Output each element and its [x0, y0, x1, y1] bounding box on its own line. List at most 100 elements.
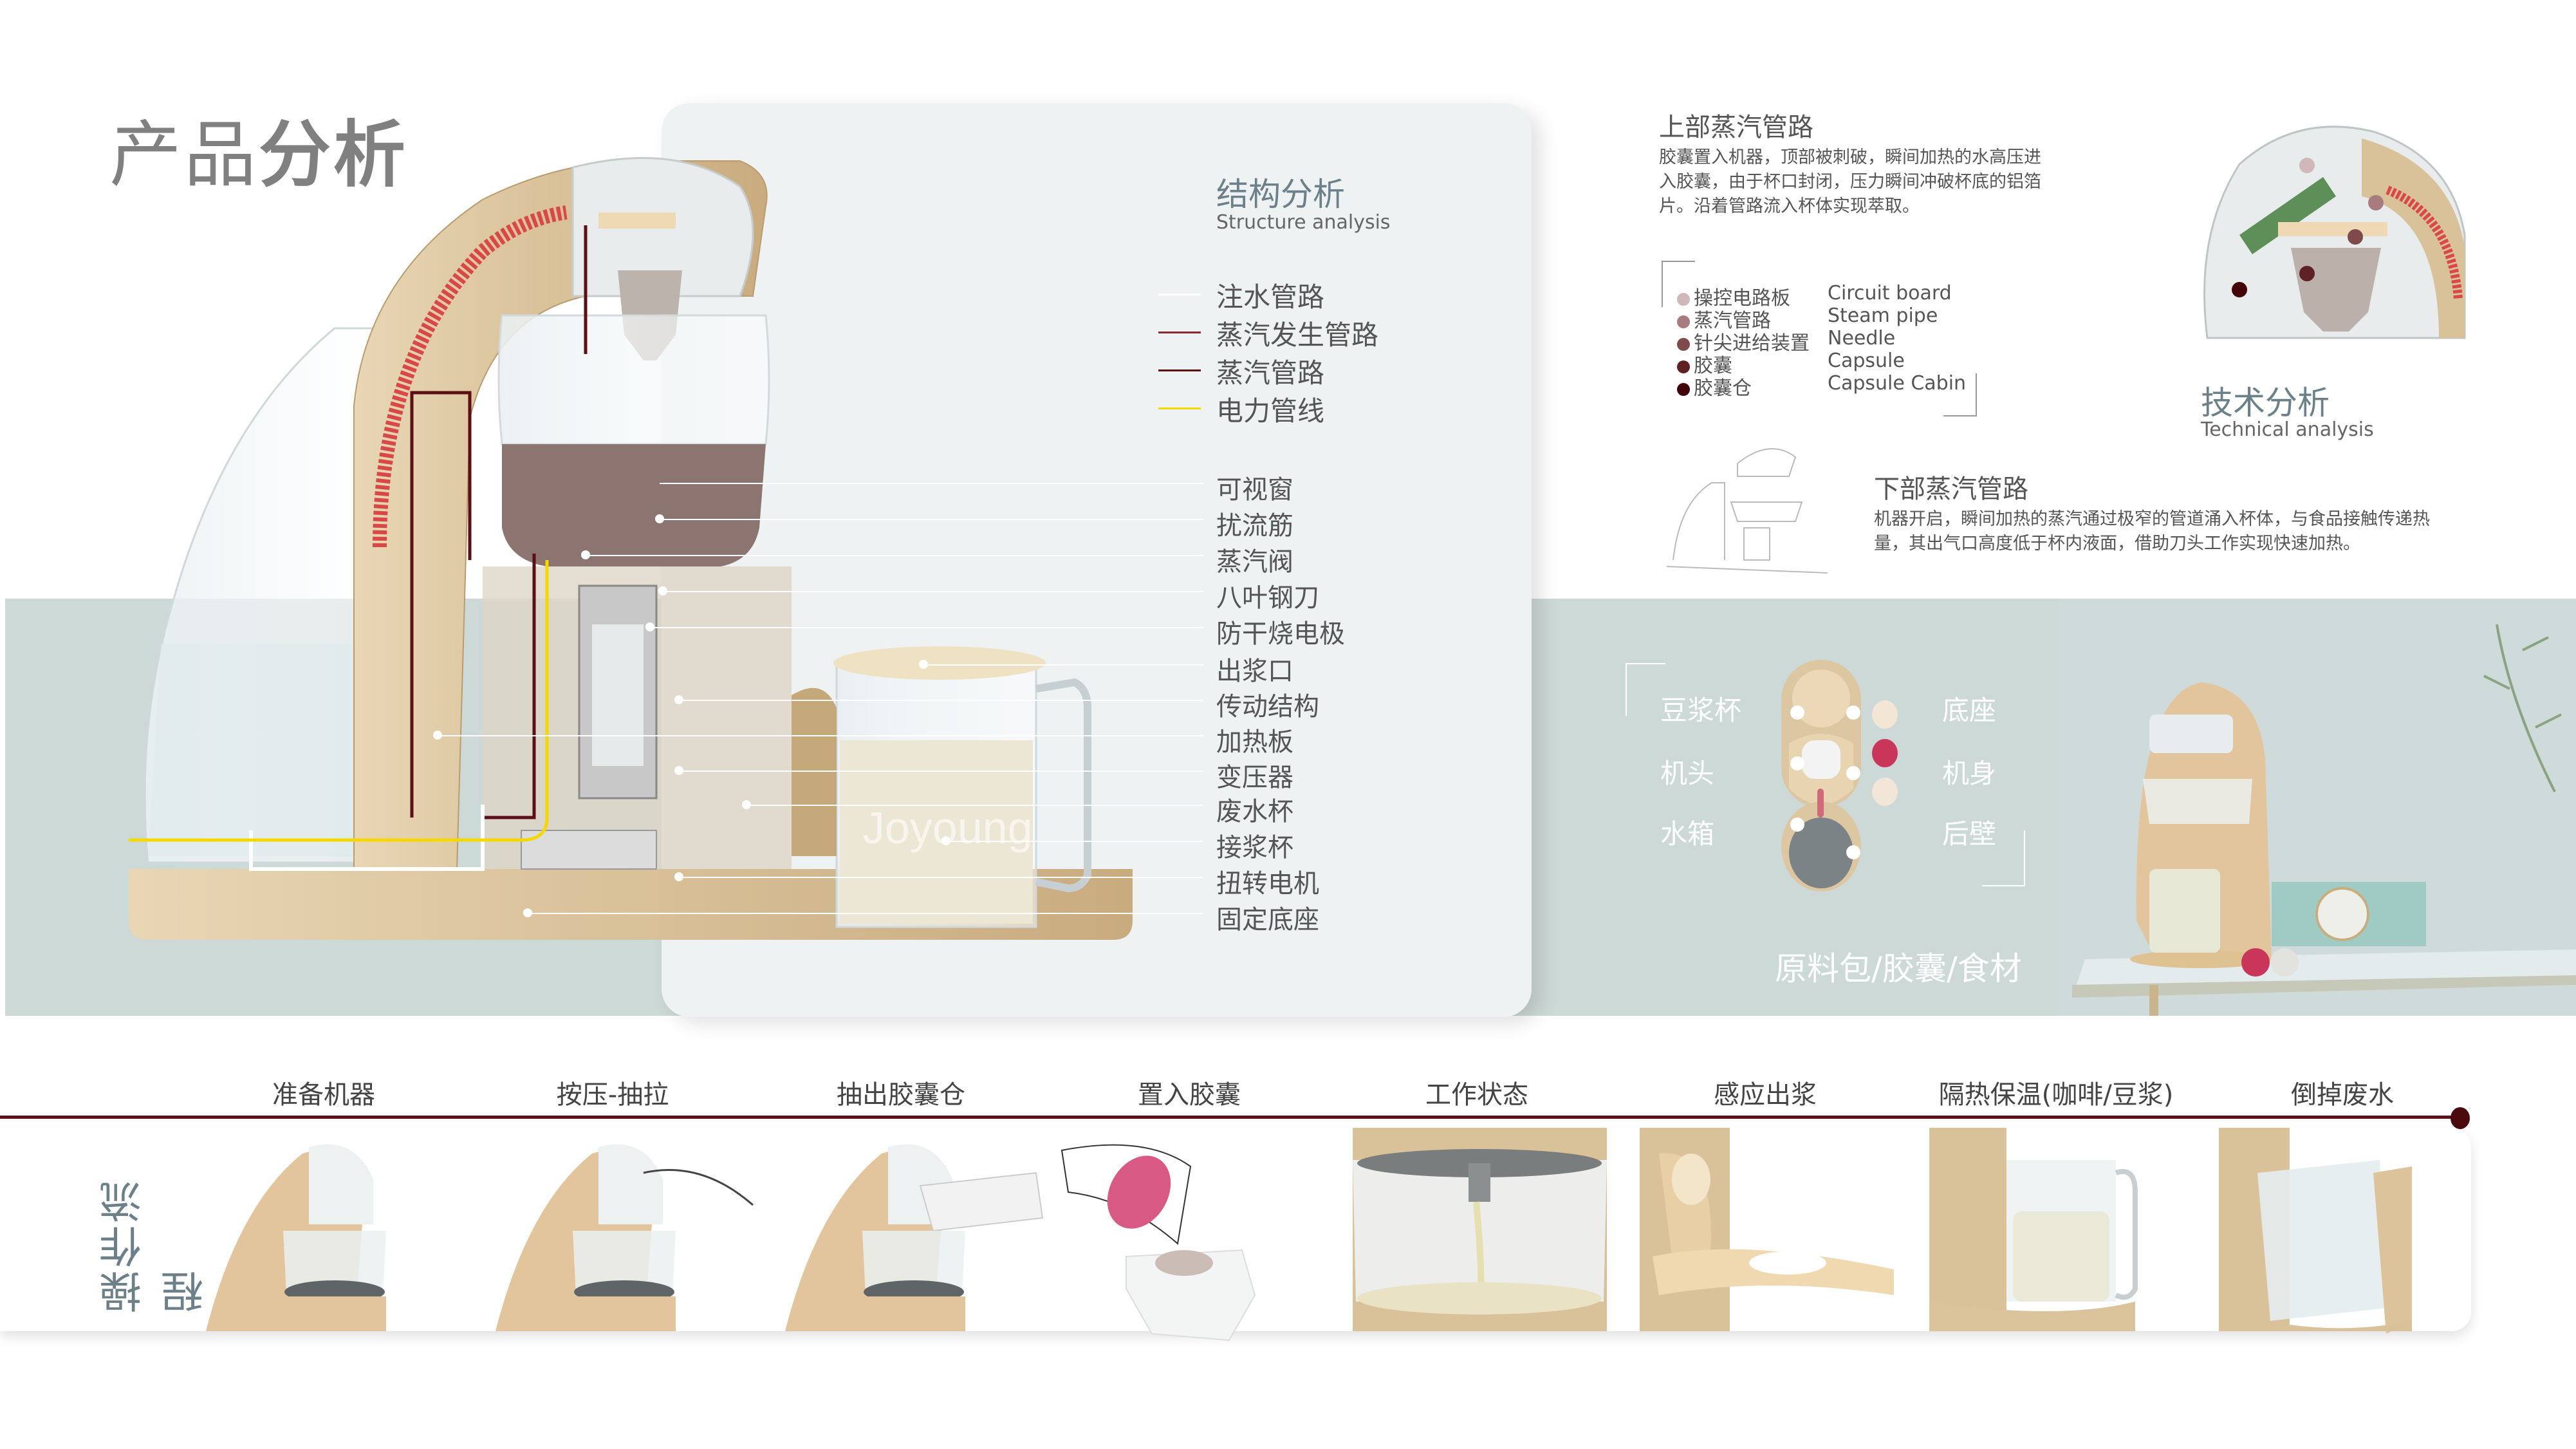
leader-line: [679, 700, 1203, 701]
leader-line: [923, 664, 1203, 666]
hotspot[interactable]: [1790, 818, 1804, 832]
leader-dot: [433, 731, 442, 740]
topview-label-head: 机头: [1660, 758, 1715, 789]
topview-label-tank: 水箱: [1660, 818, 1715, 850]
step-image-sense-output[interactable]: [1640, 1128, 1894, 1331]
leader-line: [946, 841, 1203, 842]
leader-dot: [674, 695, 683, 704]
component-zh: 操控电路板: [1694, 287, 1790, 310]
step-label: 置入胶囊: [1138, 1080, 1241, 1110]
technical-subtitle: Technical analysis: [2201, 418, 2374, 441]
part-label: 扭转电机: [1216, 869, 1319, 899]
leader-line: [586, 555, 1203, 556]
component-row: 操控电路板: [1677, 282, 1790, 310]
leader-line: [528, 913, 1203, 914]
step-image-insert-capsule[interactable]: [1049, 1128, 1313, 1347]
corner-bracket: [1982, 830, 2025, 886]
legend-label: 电力管线: [1216, 395, 1325, 427]
machine-cross-section-illustration: Joyoung: [129, 156, 1133, 940]
page-title: 产品分析: [109, 97, 408, 201]
part-label: 传动结构: [1216, 692, 1319, 722]
component-zh: 蒸汽管路: [1694, 310, 1771, 332]
step-image-prepare[interactable]: [199, 1128, 405, 1331]
component-en: Steam pipe: [1828, 304, 1938, 327]
leader-line: [679, 877, 1203, 878]
hotspot[interactable]: [1846, 766, 1860, 780]
step-label: 抽出胶囊仓: [837, 1080, 965, 1110]
part-label: 固定底座: [1216, 905, 1319, 935]
component-row: 蒸汽管路: [1677, 304, 1771, 333]
step-label: 准备机器: [272, 1080, 375, 1110]
legend-dot: [1677, 360, 1690, 373]
leader-line: [746, 805, 1203, 806]
legend-dot: [1677, 293, 1690, 306]
legend-swatch-steam: [1158, 369, 1201, 371]
leader-dot: [655, 514, 664, 523]
lower-steam-title: 下部蒸汽管路: [1874, 474, 2028, 504]
part-label: 变压器: [1216, 763, 1293, 792]
part-label: 扰流筋: [1216, 511, 1293, 541]
part-label: 可视窗: [1216, 475, 1293, 505]
leader-line: [660, 483, 1203, 484]
part-label: 防干烧电极: [1216, 619, 1345, 649]
leader-dot: [658, 586, 667, 595]
step-image-working[interactable]: [1353, 1128, 1607, 1331]
legend-swatch-steam-gen: [1158, 332, 1201, 333]
part-label: 接浆杯: [1216, 833, 1293, 863]
hotspot[interactable]: [1846, 706, 1860, 720]
hotspot[interactable]: [1790, 706, 1804, 720]
topview-label-cup: 豆浆杯: [1660, 695, 1742, 726]
capsules-illustration: [1872, 700, 1898, 806]
page-title-bold: 分析: [259, 113, 408, 197]
leader-line: [660, 519, 1203, 520]
component-row: 针尖进给装置: [1677, 327, 1810, 355]
component-zh: 针尖进给装置: [1694, 332, 1810, 355]
corner-bracket: [1626, 663, 1665, 716]
lower-steam-text: 机器开启，瞬间加热的蒸汽通过极窄的管道涌入杯体，与食品接触传递热量，其出气口高度…: [1874, 509, 2430, 554]
head-cutaway-illustration: [2203, 126, 2466, 339]
component-en: Capsule: [1828, 350, 1905, 372]
step-label: 感应出浆: [1714, 1080, 1817, 1110]
component-en: Needle: [1828, 327, 1896, 350]
part-label: 加热板: [1216, 727, 1293, 757]
leader-line: [663, 591, 1203, 592]
part-label: 废水杯: [1216, 797, 1293, 827]
leader-dot: [742, 800, 751, 809]
line-drawing-illustration: [1666, 448, 1828, 574]
timeline-end-dot: [2451, 1107, 2470, 1129]
step-label: 隔热保温(咖啡/豆浆): [1938, 1080, 2174, 1110]
legend-label: 蒸汽管路: [1216, 357, 1325, 389]
step-label: 按压-抽拉: [556, 1080, 669, 1110]
leader-dot: [674, 872, 683, 881]
leader-dot: [919, 660, 928, 669]
hotspot-circuit-board: [2299, 158, 2315, 173]
step-label: 工作状态: [1425, 1080, 1528, 1110]
step-image-insulation[interactable]: [1929, 1128, 2183, 1331]
part-label: 出浆口: [1216, 657, 1293, 686]
structure-subtitle: Structure analysis: [1216, 211, 1391, 234]
part-label: 蒸汽阀: [1216, 547, 1293, 577]
step-image-pull-capsule-drawer[interactable]: [779, 1128, 1049, 1331]
upper-steam-text: 胶囊置入机器，顶部被刺破，瞬间加热的水高压进入胶囊，由于杯口封闭，压力瞬间冲破杯…: [1659, 147, 2041, 216]
component-en: Capsule Cabin: [1828, 372, 1967, 395]
component-row: 胶囊仓: [1677, 372, 1752, 400]
structure-panel: [662, 103, 1532, 1017]
hotspot[interactable]: [1790, 756, 1804, 771]
hotspot[interactable]: [1846, 845, 1860, 859]
legend-label: 注水管路: [1216, 281, 1325, 313]
leader-dot: [941, 836, 950, 845]
leader-line: [679, 771, 1203, 772]
topview-label-backwall: 后壁: [1942, 818, 1997, 850]
legend-dot: [1677, 315, 1690, 328]
process-timeline: [0, 1116, 2461, 1119]
leader-dot: [523, 908, 532, 917]
component-zh: 胶囊: [1694, 355, 1732, 377]
component-en: Circuit board: [1828, 282, 1952, 304]
leader-line: [438, 735, 1203, 736]
technical-title: 技术分析: [2201, 384, 2330, 422]
page-title-light: 产品: [109, 113, 259, 197]
step-image-empty-waste[interactable]: [2219, 1128, 2425, 1347]
step-image-press-pull[interactable]: [489, 1128, 759, 1331]
component-row: 胶囊: [1677, 350, 1732, 378]
lifestyle-scene-illustration: [2059, 599, 2576, 1016]
